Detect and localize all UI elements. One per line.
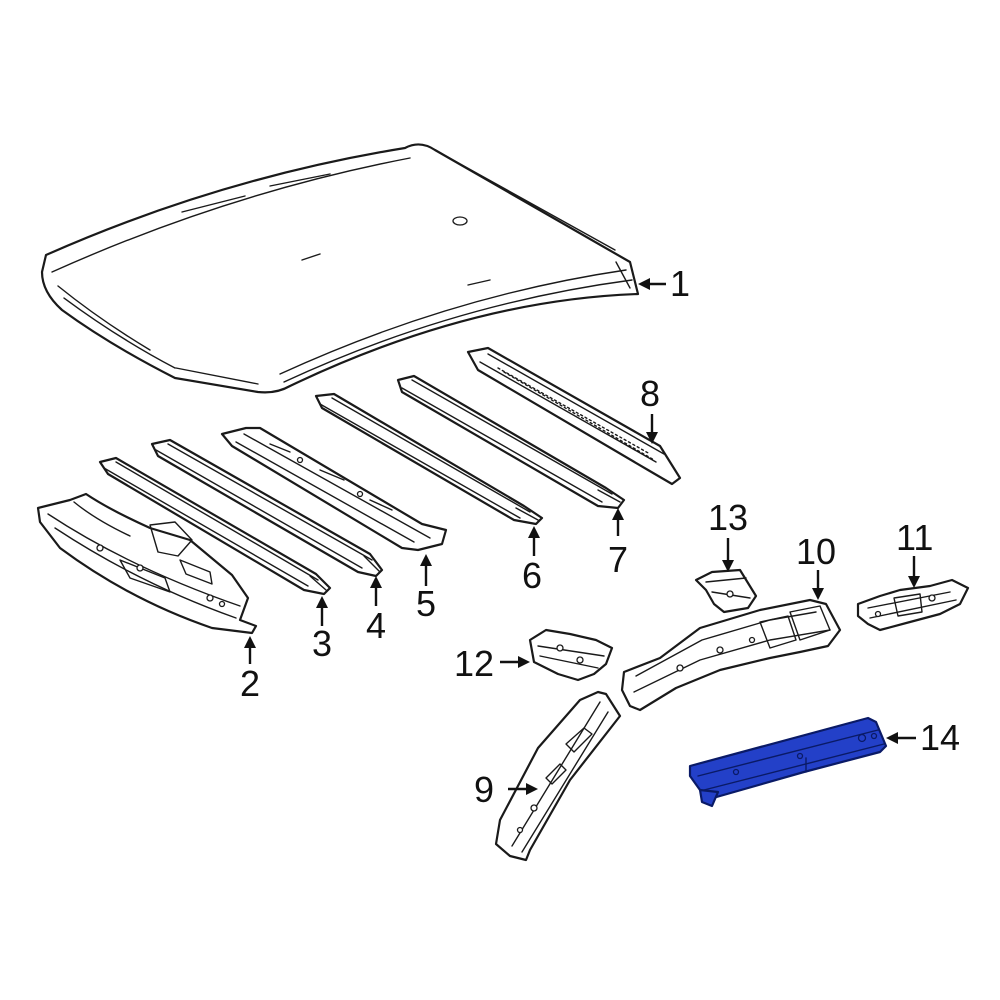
callout-14: 14 xyxy=(920,717,960,758)
arrowhead-9 xyxy=(526,783,538,795)
part-8-rear-header[interactable] xyxy=(466,346,682,486)
callout-8: 8 xyxy=(640,373,660,414)
arrowhead-13 xyxy=(722,560,734,572)
callout-1: 1 xyxy=(670,263,690,304)
callout-4: 4 xyxy=(366,605,386,646)
callout-12: 12 xyxy=(454,643,494,684)
callout-labels: 1 2 3 4 5 6 7 8 9 10 11 12 13 14 xyxy=(240,263,960,810)
arrowhead-3 xyxy=(316,596,328,608)
callout-5: 5 xyxy=(416,583,436,624)
callout-11: 11 xyxy=(896,517,933,558)
callout-9: 9 xyxy=(474,769,494,810)
part-9-windshield-pillar[interactable] xyxy=(494,690,622,862)
part-7-roof-bow[interactable] xyxy=(396,374,626,510)
part-11-bracket[interactable] xyxy=(856,578,970,632)
arrowhead-6 xyxy=(528,526,540,538)
arrowhead-2 xyxy=(244,636,256,648)
callout-10: 10 xyxy=(796,531,836,572)
arrowhead-4 xyxy=(370,576,382,588)
part-4-roof-bow[interactable] xyxy=(150,438,384,578)
part-2-front-header[interactable] xyxy=(36,492,258,635)
part-3-roof-bow[interactable] xyxy=(98,456,332,596)
leader-arrows xyxy=(244,278,920,795)
callout-3: 3 xyxy=(312,623,332,664)
callout-7: 7 xyxy=(608,539,628,580)
part-14-rail-reinforcement[interactable] xyxy=(688,716,888,808)
arrowhead-7 xyxy=(612,508,624,520)
part-1-roof-panel[interactable] xyxy=(40,143,640,394)
arrowhead-8 xyxy=(646,432,658,444)
callout-2: 2 xyxy=(240,663,260,704)
part-13-bracket[interactable] xyxy=(694,568,758,614)
callout-13: 13 xyxy=(708,497,748,538)
part-10-roof-side-rail[interactable] xyxy=(620,598,842,712)
part-12-bracket[interactable] xyxy=(528,628,614,682)
arrowhead-10 xyxy=(812,588,824,600)
part-5-center-roof-bow[interactable] xyxy=(220,426,448,552)
arrowhead-5 xyxy=(420,554,432,566)
arrowhead-1 xyxy=(638,278,650,290)
arrowhead-12 xyxy=(518,656,530,668)
part-6-roof-bow[interactable] xyxy=(314,392,544,526)
callout-6: 6 xyxy=(522,555,542,596)
arrowhead-11 xyxy=(908,576,920,588)
arrowhead-14 xyxy=(886,732,898,744)
